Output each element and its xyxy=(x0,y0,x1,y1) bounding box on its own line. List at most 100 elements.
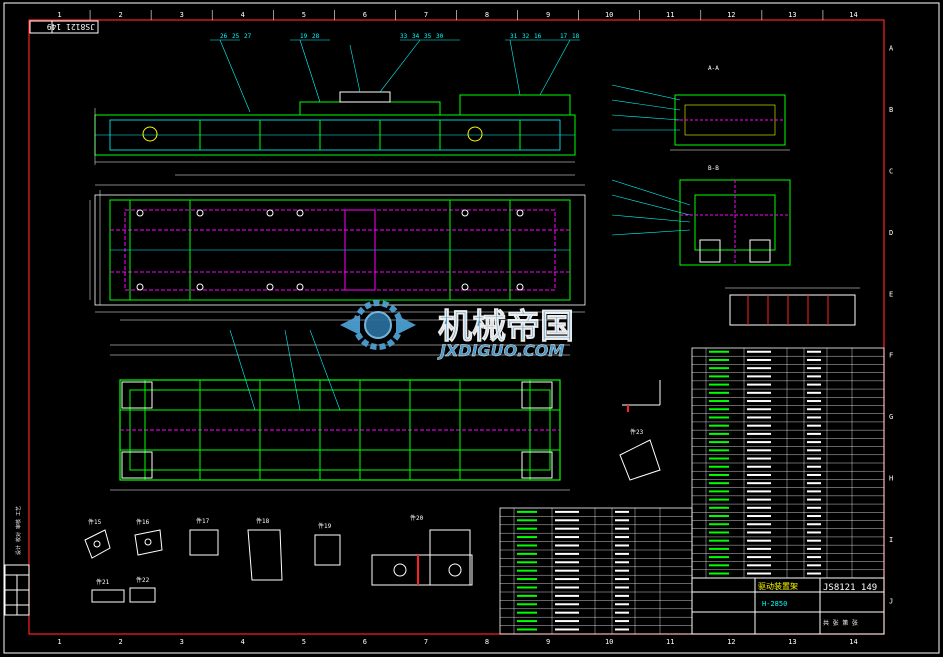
bom-name-text xyxy=(747,375,771,378)
callout-number: 17 xyxy=(560,33,568,40)
bom-code-text xyxy=(517,510,537,513)
bom-code-text xyxy=(517,578,537,581)
watermark-brand-url: JXDIGUO.COM xyxy=(437,341,564,360)
bom-code-text xyxy=(709,564,729,567)
border-number-top: 12 xyxy=(727,11,735,19)
bom-code-text xyxy=(517,603,537,606)
detail-21 xyxy=(91,589,125,603)
bom-material-text xyxy=(807,424,821,427)
bom-code-text xyxy=(517,620,537,623)
callout-number: 33 xyxy=(400,33,408,40)
watermark-brand-cn: 机械帝国 xyxy=(438,307,574,347)
border-number-bottom: 14 xyxy=(849,638,857,646)
bom-code-text xyxy=(709,408,729,411)
bom-grid-frame xyxy=(499,507,693,635)
bom-code-text xyxy=(517,569,537,572)
bom-name-text xyxy=(747,482,771,485)
bom-name-text xyxy=(747,523,771,526)
border-letter-right: E xyxy=(889,290,893,298)
bom-name-text xyxy=(747,424,771,427)
bom-code-text xyxy=(517,536,537,539)
bom-name-text xyxy=(747,358,771,361)
border-number-top: 10 xyxy=(605,11,613,19)
outer-border xyxy=(3,2,940,654)
bom-material-text xyxy=(807,531,821,534)
bom-name-text xyxy=(747,367,771,370)
title-block: 驱动装置架 JS8121 149 H-2850 共 张 第 张 xyxy=(691,577,885,635)
bom-name-text xyxy=(555,536,579,539)
bom-material-text xyxy=(807,400,821,403)
border-letter-right: F xyxy=(889,352,893,360)
bom-code-text xyxy=(517,552,537,555)
bom-code-text xyxy=(709,449,729,452)
bom-material-text xyxy=(615,594,629,597)
border-letter-right: G xyxy=(889,413,893,421)
border-number-top: 9 xyxy=(546,11,550,19)
bom-material-text xyxy=(807,416,821,419)
bom-material-text xyxy=(615,578,629,581)
detail-15 xyxy=(84,529,111,559)
front-elevation-view xyxy=(94,39,580,165)
bom-material-text xyxy=(615,611,629,614)
detail-23 xyxy=(619,380,661,481)
side-view-a: A-A xyxy=(611,65,790,151)
bom-material-text xyxy=(807,539,821,542)
bom-material-text xyxy=(615,552,629,555)
bom-material-text xyxy=(615,519,629,522)
watermark-logo: 机械帝国 JXDIGUO.COM xyxy=(340,300,574,360)
bom-code-text xyxy=(709,490,729,493)
bom-name-text xyxy=(747,490,771,493)
border-number-top: 5 xyxy=(302,11,306,19)
bom-code-text xyxy=(517,519,537,522)
bom-code-text xyxy=(709,506,729,509)
border-number-top: 2 xyxy=(118,11,122,19)
bom-material-text xyxy=(807,547,821,550)
bom-code-text xyxy=(709,547,729,550)
bom-code-text xyxy=(709,523,729,526)
detail-18 xyxy=(247,529,283,581)
bom-material-text xyxy=(807,572,821,575)
bom-material-text xyxy=(615,620,629,623)
bom-name-text xyxy=(555,569,579,572)
bom-material-text xyxy=(807,482,821,485)
callout-number: 35 xyxy=(424,33,432,40)
bom-name-text xyxy=(747,441,771,444)
bom-code-text xyxy=(709,358,729,361)
border-number-bottom: 2 xyxy=(118,638,122,646)
bom-name-text xyxy=(747,539,771,542)
bom-name-text xyxy=(555,628,579,631)
left-margin-block: 设计 校对 审核 工艺 xyxy=(4,506,30,616)
bom-material-text xyxy=(807,457,821,460)
callout-number: 19 xyxy=(300,33,308,40)
plan-view xyxy=(89,174,586,321)
callout-number: 28 xyxy=(312,33,320,40)
detail-label: 件22 xyxy=(136,576,150,584)
bottom-frame-view xyxy=(110,329,570,491)
border-letter-right: H xyxy=(889,475,893,483)
bom-material-text xyxy=(615,561,629,564)
bom-material-text xyxy=(615,628,629,631)
detail-22 xyxy=(129,587,156,603)
bom-name-text xyxy=(747,506,771,509)
bom-name-text xyxy=(747,572,771,575)
border-number-bottom: 11 xyxy=(666,638,674,646)
bom-code-text xyxy=(709,515,729,518)
border-letter-right: D xyxy=(889,229,893,237)
bom-table-right xyxy=(691,347,885,579)
bom-code-text xyxy=(709,539,729,542)
bom-name-text xyxy=(555,620,579,623)
bom-name-text xyxy=(747,465,771,468)
bom-material-text xyxy=(807,441,821,444)
border-number-top: 6 xyxy=(363,11,367,19)
bom-material-text xyxy=(807,490,821,493)
bom-material-text xyxy=(807,523,821,526)
detail-label: 件20 xyxy=(410,514,424,522)
detail-16 xyxy=(134,529,163,556)
bom-name-text xyxy=(555,578,579,581)
bom-code-text xyxy=(709,424,729,427)
callout-number: 16 xyxy=(534,33,542,40)
bom-material-text xyxy=(807,408,821,411)
border-number-bottom: 12 xyxy=(727,638,735,646)
bom-code-text xyxy=(709,465,729,468)
